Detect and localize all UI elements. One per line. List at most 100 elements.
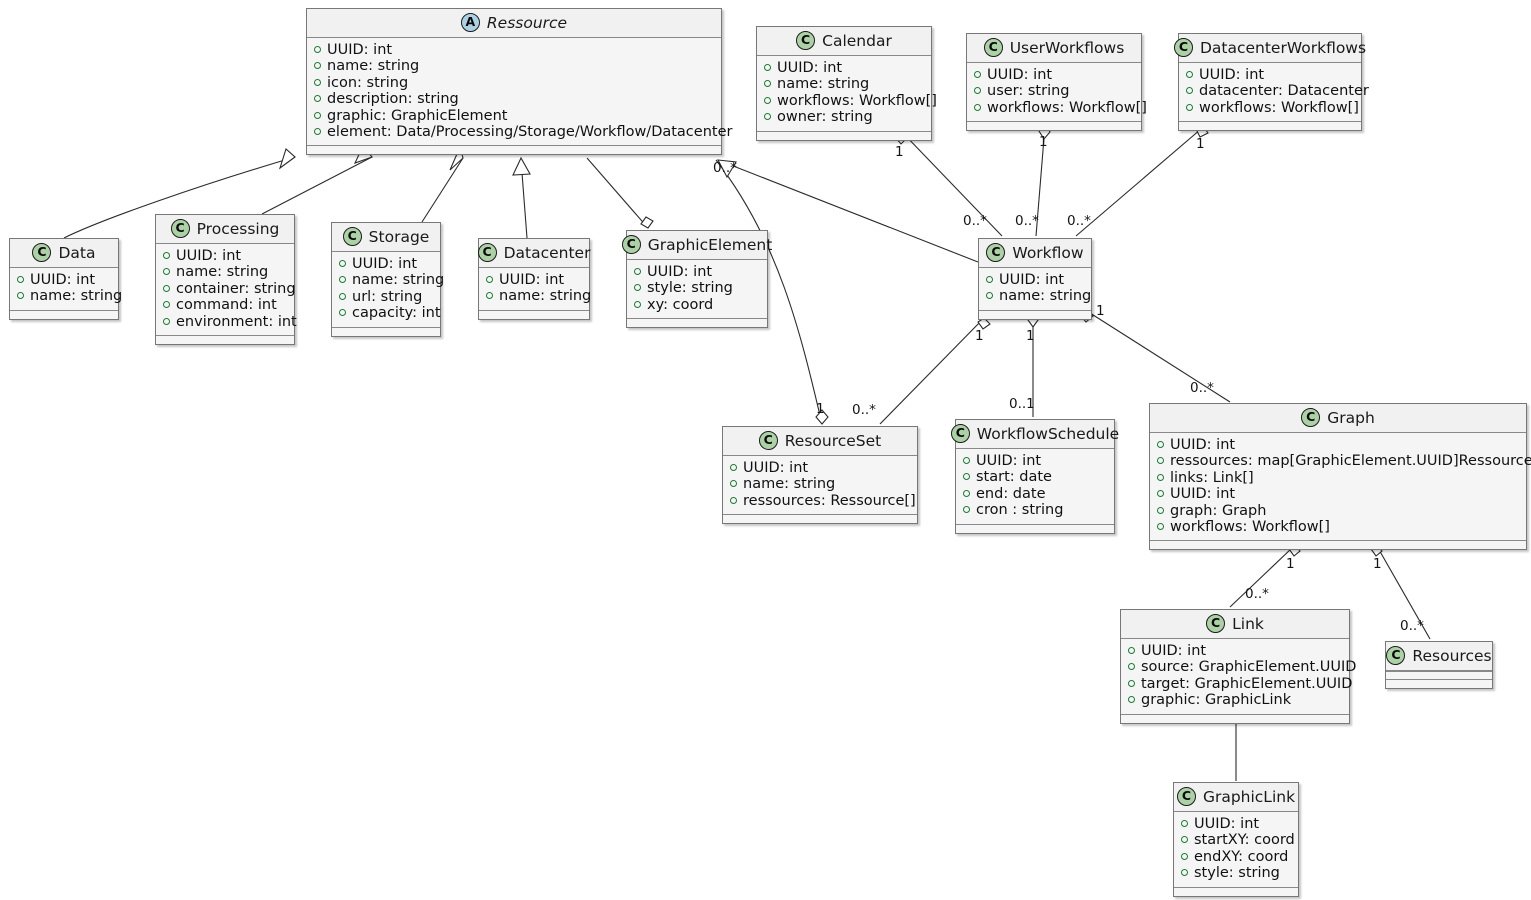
attribute-row: datacenter: Datacenter [1186,83,1369,99]
attribute-row: user: string [974,83,1135,99]
public-visibility-icon [17,292,24,300]
public-visibility-icon [634,268,641,275]
methods-section-processing [156,335,294,345]
attribute-text: element: Data/Processing/Storage/Workflo… [327,124,733,141]
class-name-datacenterworkflows: DatacenterWorkflows [1199,38,1367,57]
attribute-row: UUID: int [986,272,1085,288]
public-visibility-icon [339,260,346,267]
multiplicity-label-m-resources-0n: 0..* [1400,618,1424,634]
attribute-row: workflows: Workflow[] [1157,519,1520,535]
attribute-row: container: string [163,281,296,297]
public-visibility-icon [764,113,771,121]
attribute-row: graph: Graph [1157,503,1520,519]
attribute-text: startXY: coord [1194,832,1295,849]
public-visibility-icon [986,292,993,300]
attribute-text: graphic: GraphicLink [1141,692,1292,709]
attribute-row: UUID: int [314,42,715,58]
class-name-resources: Resources [1412,646,1492,665]
attribute-text: cron : string [976,502,1064,519]
attribute-row: url: string [339,289,434,305]
public-visibility-icon [1128,647,1135,654]
public-visibility-icon [339,276,346,284]
attribute-row: capacity: int [339,305,441,321]
attribute-row: endXY: coord [1181,849,1292,865]
attribute-text: datacenter: Datacenter [1199,83,1369,100]
attribute-row: graphic: GraphicElement [314,108,715,124]
multiplicity-label-m-workflow-schedule-1: 1 [1026,328,1035,344]
attribute-row: name: string [486,288,591,304]
attribute-text: description: string [327,91,459,108]
attribute-row: UUID: int [339,256,434,272]
multiplicity-label-m-workflow-userworkflows: 0..* [1015,213,1039,229]
methods-section-resourceset [723,514,917,524]
attribute-text: UUID: int [987,67,1053,83]
attribute-row: UUID: int [17,272,112,288]
multiplicity-label-m-resourceset-1: 1 [816,401,825,417]
methods-section-datacenterworkflows [1179,121,1361,131]
public-visibility-icon [730,464,737,471]
class-icon: C [1173,38,1193,57]
public-visibility-icon [339,292,346,300]
multiplicity-label-m-workflow-calendar: 0..* [963,213,987,229]
class-icon: C [342,227,362,246]
class-icon: C [1206,614,1226,633]
public-visibility-icon [963,489,970,497]
inheritance-arrow-datacenter [512,156,531,176]
class-name-graph: Graph [1327,408,1375,427]
attribute-row: description: string [314,91,715,107]
attribute-text: UUID: int [1170,437,1236,453]
attribute-text: UUID: int [352,256,418,272]
public-visibility-icon [163,252,170,259]
multiplicity-label-m-link-0n: 0..* [1245,586,1269,602]
public-visibility-icon [764,80,771,88]
public-visibility-icon [1157,457,1164,465]
class-icon: C [950,424,970,443]
public-visibility-icon [1186,103,1193,111]
public-visibility-icon [17,276,24,283]
public-visibility-icon [963,506,970,514]
public-visibility-icon [163,317,170,325]
attribute-text: url: string [352,288,423,305]
class-icon: C [32,243,52,262]
methods-section-ressource [307,145,721,155]
attribute-row: UUID: int [974,67,1135,83]
attribute-text: endXY: coord [1194,848,1289,865]
class-name-processing: Processing [196,219,280,238]
class-name-workflow: Workflow [1012,243,1084,262]
attribute-text: icon: string [327,74,409,91]
public-visibility-icon [974,87,981,95]
public-visibility-icon [1181,869,1188,877]
public-visibility-icon [486,276,493,283]
attribute-row: UUID: int [163,248,288,264]
abstract-class-icon: A [460,13,480,32]
public-visibility-icon [314,46,321,53]
attribute-row: name: string [314,58,715,74]
class-icon: C [1176,787,1196,806]
methods-section-storage [332,326,440,336]
public-visibility-icon [764,96,771,104]
attribute-text: UUID: int [327,42,393,58]
